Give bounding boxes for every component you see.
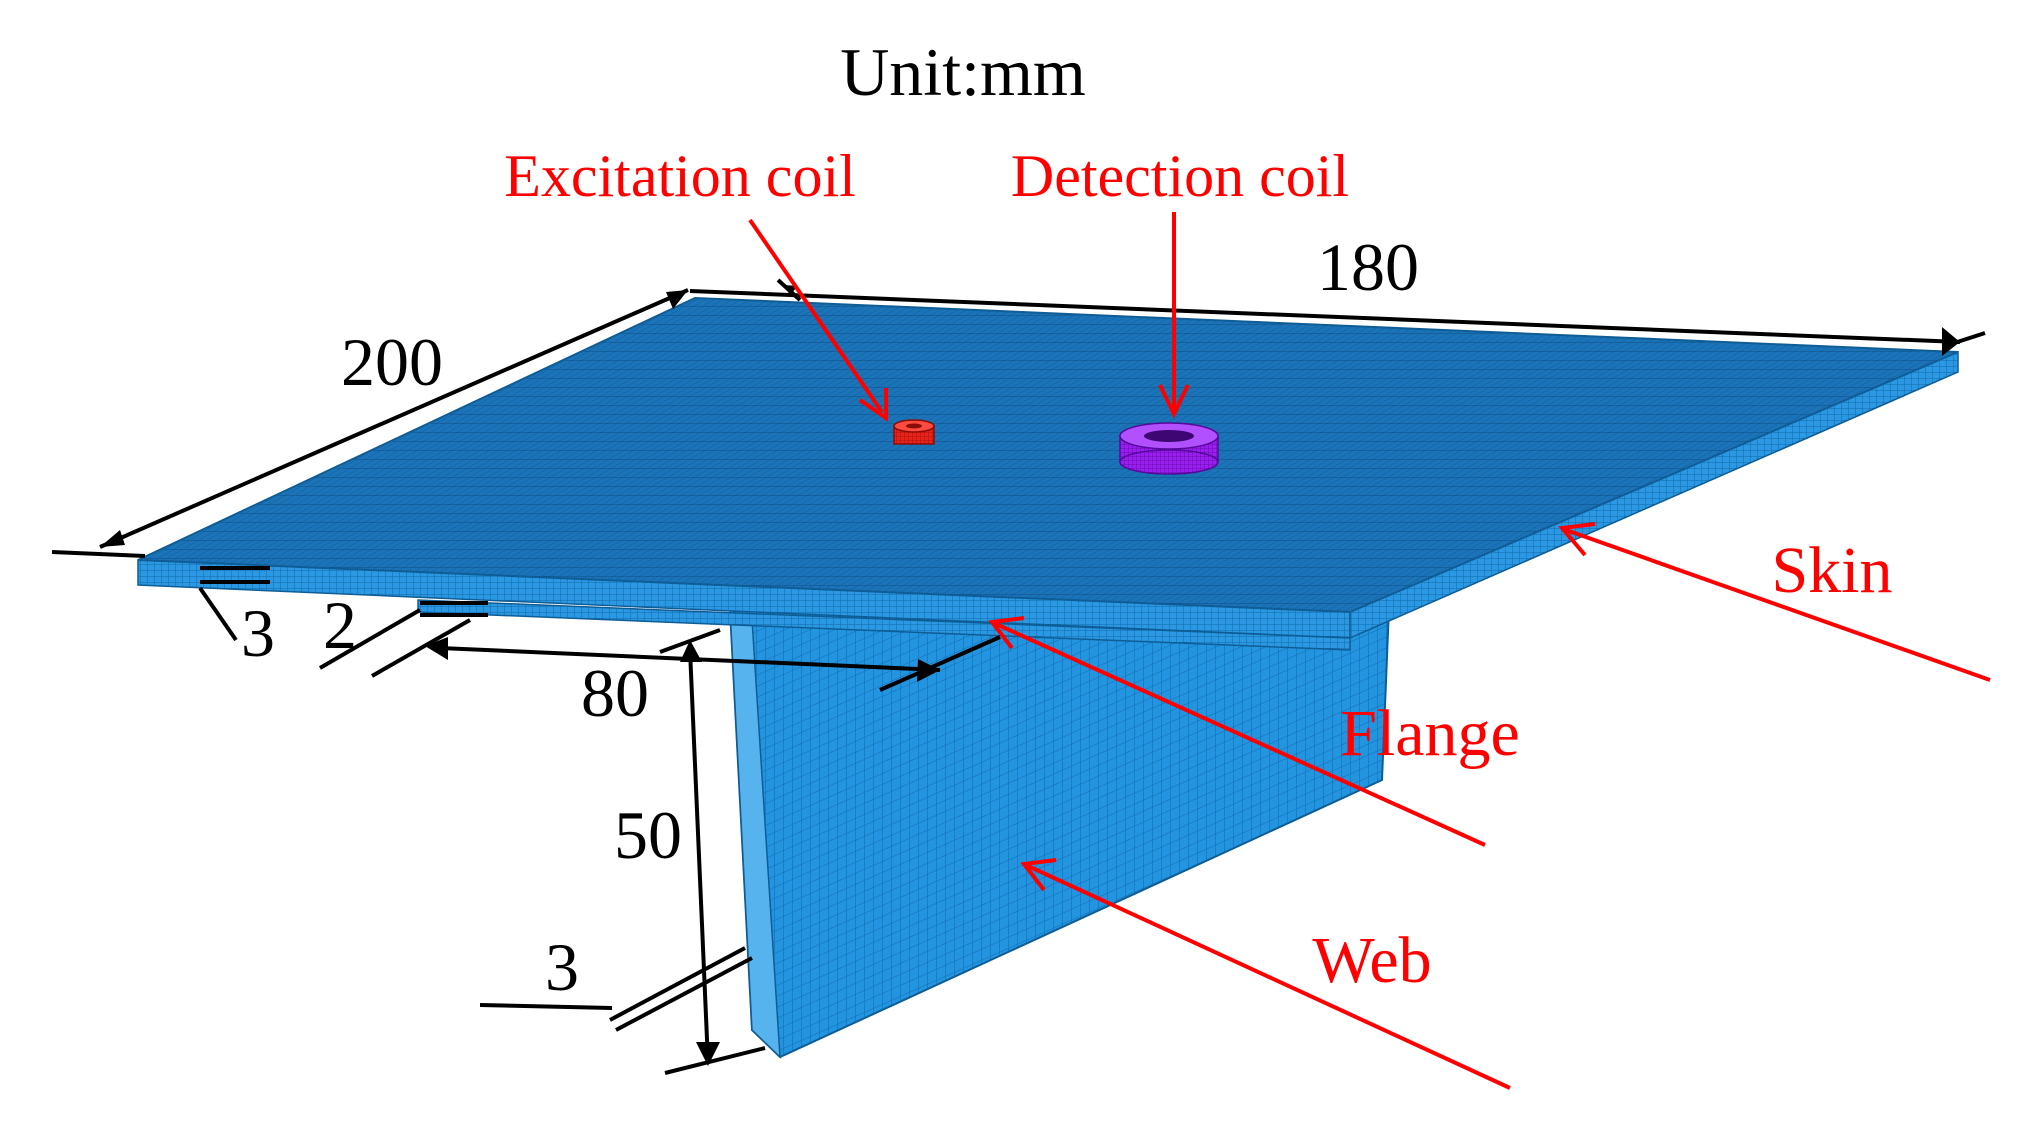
dim-flange-thickness: 2 <box>323 587 357 663</box>
dim-skin-width: 180 <box>1317 229 1419 305</box>
dim-skin-length: 200 <box>341 324 443 400</box>
excitation-coil-label: Excitation coil <box>504 143 856 209</box>
detection-coil-label: Detection coil <box>1011 143 1349 209</box>
detection-coil <box>1119 422 1219 475</box>
annotation-arrows <box>748 212 1991 1090</box>
web-label: Web <box>1312 924 1431 997</box>
skin-top-surface <box>137 296 1959 614</box>
unit-label: Unit:mm <box>840 34 1086 110</box>
excitation-coil <box>893 419 935 445</box>
dim-skin-thickness: 3 <box>241 595 275 671</box>
dim-web-height: 50 <box>614 797 682 873</box>
structure <box>137 296 1959 1059</box>
flange-front-edge <box>417 599 1351 651</box>
dim-flange-width: 80 <box>581 655 649 731</box>
flange-label: Flange <box>1340 697 1520 770</box>
dimension-lines <box>51 278 1986 1075</box>
dim-web-thickness: 3 <box>545 929 579 1005</box>
skin-label: Skin <box>1771 534 1892 607</box>
